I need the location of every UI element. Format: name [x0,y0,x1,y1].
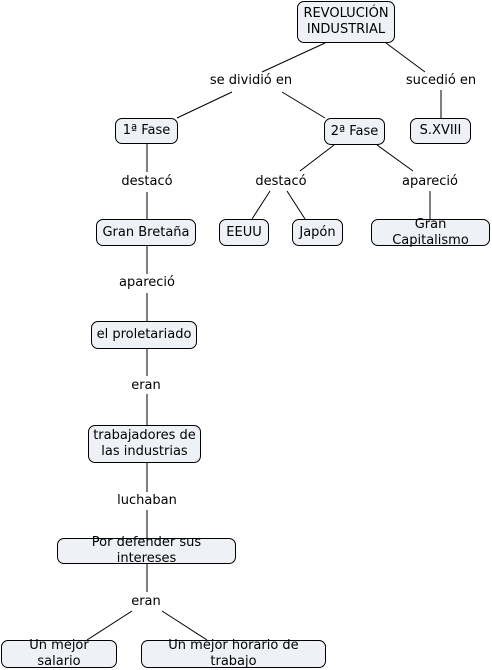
concept-gran-capitalismo[interactable]: Gran Capitalismo [371,217,490,248]
link-fase2-aparecio [376,144,414,172]
phrase-eran-1: eran [129,378,163,394]
phrase-aparecio: apareció [117,275,177,291]
link-eran-salario [86,610,133,641]
link-root-sucedio [385,42,426,73]
link-root-se-dividio [261,42,326,73]
phrase-se-dividio-en: se dividió en [207,73,295,89]
link-eran-horario [161,610,208,641]
phrase-luchaban: luchaban [115,493,179,509]
phrase-aparecio-fase2: apareció [400,174,460,190]
concept-fase-1[interactable]: 1ª Fase [115,118,178,144]
concept-mejor-horario[interactable]: Un mejor horario de trabajo [141,638,326,669]
phrase-sucedio-en: sucedió en [403,73,479,89]
concept-trabajadores[interactable]: trabajadores de las industrias [88,425,201,463]
concept-el-proletariado[interactable]: el proletariado [91,321,197,349]
concept-eeuu[interactable]: EEUU [219,219,269,246]
link-destaco-eeuu [251,190,271,220]
phrase-destaco-fase1: destacó [119,174,175,190]
link-se-dividio-fase2 [281,91,326,119]
concept-fase-2[interactable]: 2ª Fase [324,118,385,145]
link-destaco-japon [286,190,306,220]
concept-gran-bretana[interactable]: Gran Bretaña [96,219,196,246]
link-se-dividio-fase1 [176,91,233,119]
concept-mejor-salario[interactable]: Un mejor salario [1,638,117,669]
concept-por-defender[interactable]: Por defender sus intereses [57,535,236,566]
phrase-destaco-fase2: destacó [253,174,309,190]
concept-s-xviii[interactable]: S.XVIII [410,118,471,144]
link-fase2-destaco [299,144,335,172]
concept-revolucion-industrial[interactable]: REVOLUCIÓN INDUSTRIAL [297,1,395,43]
phrase-eran-2: eran [129,594,163,610]
concept-japon[interactable]: Japón [292,219,343,246]
